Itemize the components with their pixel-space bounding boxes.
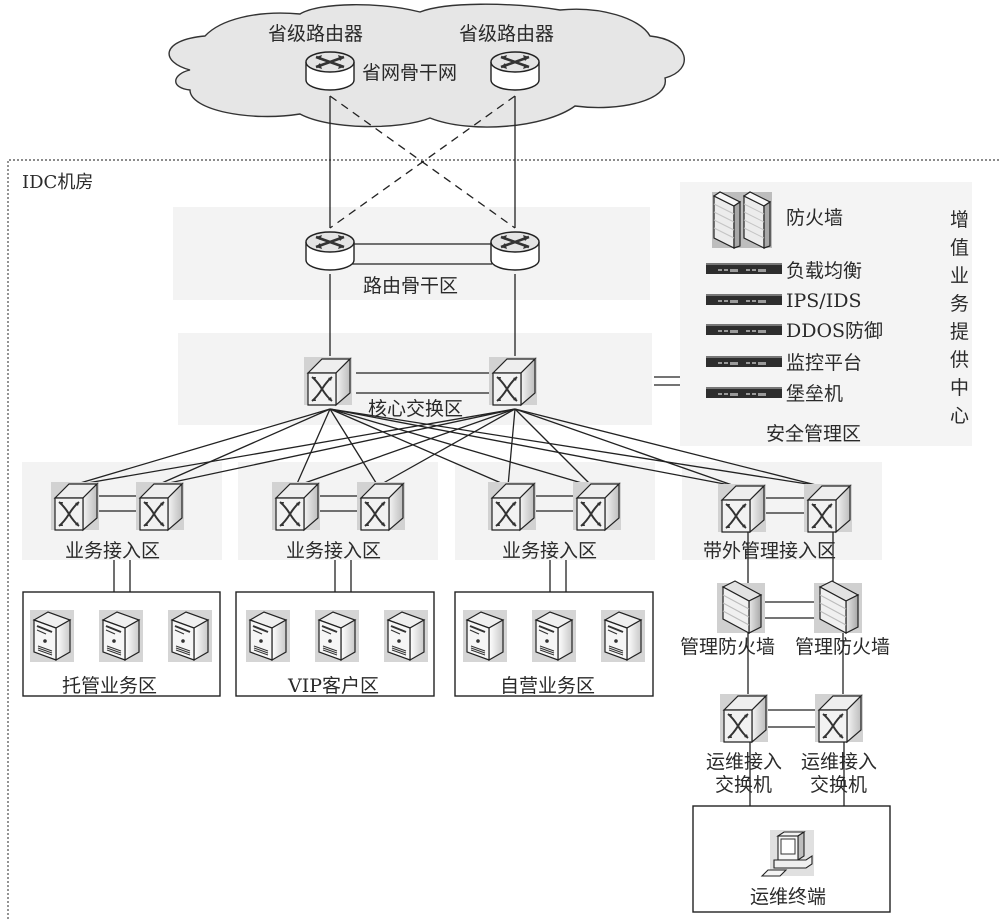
server-icon — [600, 609, 646, 663]
oob-switch-right — [803, 483, 853, 533]
provincial-backbone-cloud — [168, 3, 685, 128]
access-switch-1a — [50, 481, 100, 531]
core-switching-label: 核心交换区 — [368, 398, 463, 420]
core-switch-left — [303, 356, 353, 406]
access-zone-3-label: 业务接入区 — [502, 540, 597, 562]
routing-backbone-label: 路由骨干区 — [363, 275, 458, 297]
mgmt-firewall-right — [813, 580, 863, 634]
provincial-router-right-label: 省级路由器 — [459, 23, 554, 45]
side-label-char: 供 — [950, 349, 969, 371]
side-label-char: 提 — [950, 321, 969, 343]
firewall-icon — [711, 191, 743, 249]
security-item-monitoring-label: 监控平台 — [786, 352, 862, 374]
mgmt-firewall-left — [716, 580, 766, 634]
oob-access-zone-label: 带外管理接入区 — [703, 540, 836, 562]
access-zone-2-label: 业务接入区 — [286, 540, 381, 562]
backbone-router-right — [489, 230, 541, 272]
security-item-load-balancer-label: 负载均衡 — [786, 260, 862, 282]
ops-switch-right-label-line1: 运维接入 — [801, 751, 877, 773]
security-item-ddos-label: DDOS防御 — [786, 320, 883, 342]
appliance-icon — [706, 294, 782, 305]
access-switch-1b — [135, 481, 185, 531]
side-label-char: 心 — [950, 405, 969, 427]
appliance-icon — [706, 356, 782, 367]
server-group-self-operated-label: 自营业务区 — [500, 675, 595, 697]
provincial-router-left-label: 省级路由器 — [268, 23, 363, 45]
server-icon — [314, 609, 360, 663]
ops-switch-right — [814, 693, 864, 743]
ops-switch-right-label-line2: 交换机 — [810, 774, 867, 796]
side-label-char: 增 — [950, 209, 969, 231]
ops-switch-left-label-line2: 交换机 — [715, 774, 772, 796]
access-zone-1-label: 业务接入区 — [65, 540, 160, 562]
security-item-bastion-label: 堡垒机 — [786, 383, 843, 405]
core-switch-right — [488, 356, 538, 406]
side-label-char: 业 — [950, 265, 969, 287]
side-label-char: 中 — [950, 377, 969, 399]
side-label-char: 务 — [950, 293, 969, 315]
routing-backbone-zone — [173, 207, 650, 300]
side-label-char: 值 — [950, 237, 969, 259]
provincial-router-left — [304, 50, 356, 92]
access-switch-2b — [356, 481, 406, 531]
server-icon — [462, 609, 508, 663]
access-switch-2a — [271, 481, 321, 531]
appliance-icon — [706, 387, 782, 398]
server-icon — [383, 609, 429, 663]
server-group-vip-label: VIP客户区 — [287, 675, 379, 697]
access-switch-3a — [487, 481, 537, 531]
server-group-hosted-label: 托管业务区 — [62, 675, 157, 697]
oob-switch-left — [717, 483, 767, 533]
mgmt-firewall-left-label: 管理防火墙 — [680, 636, 775, 658]
links — [69, 95, 845, 806]
mgmt-firewall-right-label: 管理防火墙 — [795, 636, 890, 658]
core-switching-zone — [178, 333, 652, 425]
firewall-icon — [741, 191, 773, 249]
cloud-label: 省网骨干网 — [362, 62, 457, 84]
appliance-icon — [706, 263, 782, 274]
idc-title: IDC机房 — [22, 172, 93, 193]
cloud-shape — [168, 3, 685, 128]
server-icon — [167, 609, 213, 663]
server-icon — [245, 609, 291, 663]
provincial-router-right — [489, 50, 541, 92]
server-icon — [98, 609, 144, 663]
server-icon — [29, 609, 75, 663]
value-added-service-center-label: 增 值 业 务 提 供 中 心 — [950, 209, 969, 427]
ops-switch-left — [719, 693, 769, 743]
appliance-icon — [706, 324, 782, 335]
security-zone-title: 安全管理区 — [766, 423, 861, 445]
backbone-router-left — [304, 230, 356, 272]
server-icon — [531, 609, 577, 663]
security-item-ips-ids-label: IPS/IDS — [786, 290, 861, 312]
security-item-firewall-label: 防火墙 — [786, 207, 843, 229]
access-switch-3b — [572, 481, 622, 531]
ops-switch-left-label-line1: 运维接入 — [706, 751, 782, 773]
ops-terminal-label: 运维终端 — [750, 886, 826, 908]
